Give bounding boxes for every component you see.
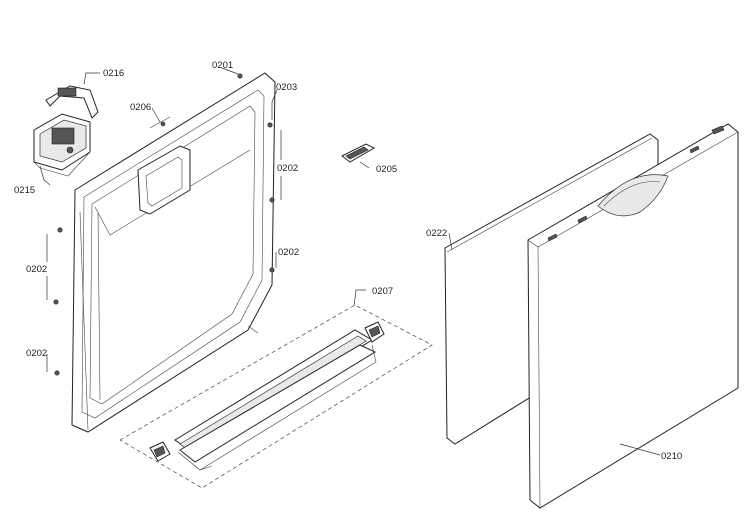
label-0203: 0203 (276, 82, 297, 93)
kit-0207 (119, 304, 433, 489)
label-0201: 0201 (212, 60, 233, 71)
label-0216: 0216 (103, 68, 124, 79)
label-0206: 0206 (130, 102, 151, 113)
screw-0202 (269, 267, 275, 273)
latch-part-0205 (341, 143, 376, 163)
label-0215: 0215 (14, 185, 35, 196)
control-module-0215 (33, 113, 91, 177)
label-0210: 0210 (661, 451, 682, 462)
leader-lines (39, 67, 661, 456)
inner-door-frame (71, 72, 276, 433)
label-0205: 0205 (376, 164, 397, 175)
label-0202-left-lower: 0202 (26, 348, 47, 359)
screw-0202 (269, 197, 275, 203)
module-cover-0216 (45, 85, 99, 119)
screw-0201 (237, 73, 243, 79)
outer-door-0210 (527, 123, 739, 509)
screw-0202 (53, 299, 59, 305)
screw-0202 (267, 122, 273, 128)
label-0222: 0222 (426, 228, 447, 239)
label-0202-left-middle: 0202 (26, 264, 47, 275)
part-labels: 0216 0201 0206 0203 0215 0202 0205 0202 … (14, 60, 682, 462)
screws (53, 73, 275, 376)
label-0202-right-upper: 0202 (277, 163, 298, 174)
label-0202-right-lower: 0202 (278, 247, 299, 258)
screw-0202 (57, 227, 63, 233)
screw-0202 (54, 370, 60, 376)
label-0207: 0207 (372, 286, 393, 297)
